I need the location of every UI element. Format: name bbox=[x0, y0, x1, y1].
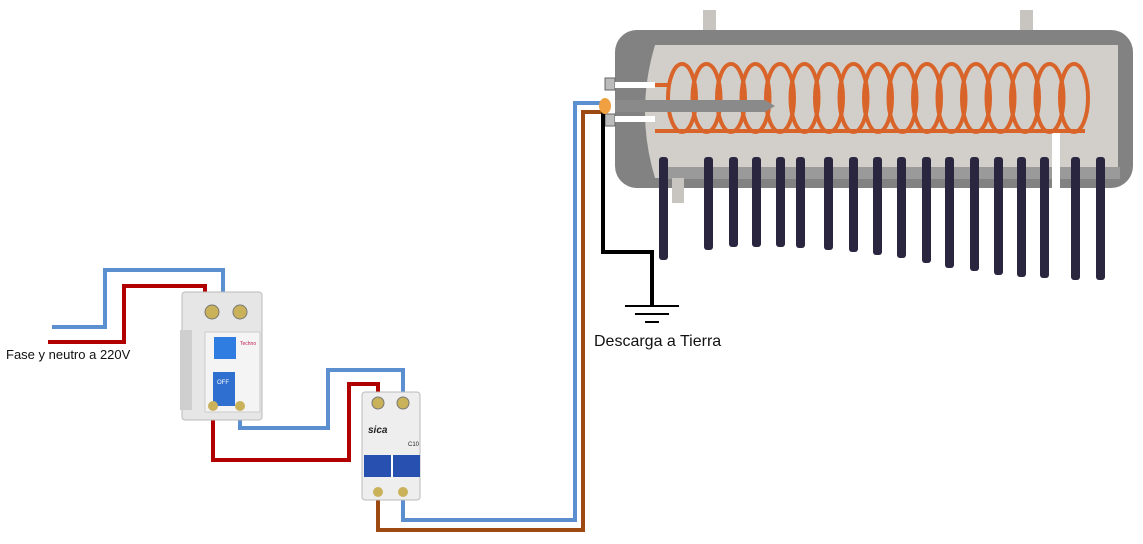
vacuum-tube bbox=[945, 157, 954, 268]
vacuum-tube bbox=[704, 157, 713, 250]
circuit-breaker: sica C10 bbox=[361, 391, 421, 501]
terminal-connector bbox=[599, 98, 611, 114]
vacuum-tube bbox=[873, 157, 882, 255]
heating-element bbox=[615, 100, 765, 112]
svg-text:C10: C10 bbox=[408, 442, 420, 448]
phase-rcd-breaker-wire bbox=[211, 382, 380, 462]
vacuum-tube bbox=[1017, 157, 1026, 277]
supply-label: Fase y neutro a 220V bbox=[6, 347, 131, 362]
load-heater-wire bbox=[376, 110, 602, 532]
coil-loop bbox=[690, 62, 723, 134]
vacuum-tube bbox=[776, 157, 785, 247]
coil-loop bbox=[788, 62, 821, 134]
neutral-rcd-breaker-wire bbox=[238, 368, 405, 430]
coil-loop bbox=[1058, 62, 1090, 134]
coil-loop bbox=[666, 62, 698, 134]
neutral-heater-wire bbox=[401, 101, 602, 522]
vacuum-tube bbox=[659, 157, 668, 260]
vacuum-tube bbox=[897, 157, 906, 258]
heating-coil bbox=[655, 62, 1090, 134]
ground-label: Descarga a Tierra bbox=[594, 333, 722, 350]
vacuum-tube bbox=[994, 157, 1003, 275]
neutral-input-wire bbox=[52, 268, 225, 329]
vacuum-tube bbox=[796, 157, 805, 248]
svg-text:OFF: OFF bbox=[217, 380, 229, 386]
residual-current-device: Techno OFF bbox=[180, 291, 263, 421]
ground-symbol-icon bbox=[625, 305, 679, 323]
coil-loop bbox=[1009, 62, 1041, 134]
coil-loop bbox=[764, 62, 796, 134]
coil-loop bbox=[837, 62, 870, 134]
vacuum-tube bbox=[1096, 157, 1105, 280]
coil-loop bbox=[813, 62, 845, 134]
vacuum-tube bbox=[824, 157, 833, 250]
coil-loop bbox=[862, 62, 894, 134]
vacuum-tube bbox=[922, 157, 931, 263]
phase-input-wire bbox=[48, 284, 207, 344]
vacuum-tube bbox=[729, 157, 738, 247]
ground-wire bbox=[601, 112, 654, 306]
vacuum-tubes bbox=[659, 157, 1105, 280]
vacuum-tube bbox=[849, 157, 858, 252]
solar-water-heater bbox=[604, 10, 1133, 280]
svg-text:sica: sica bbox=[368, 425, 388, 436]
vacuum-tube bbox=[752, 157, 761, 247]
coil-loop bbox=[1033, 62, 1066, 134]
vacuum-tube bbox=[970, 157, 979, 271]
test-button[interactable] bbox=[214, 337, 236, 359]
vacuum-tube bbox=[1040, 157, 1049, 278]
vacuum-tube bbox=[1071, 157, 1080, 280]
coil-loop bbox=[984, 62, 1017, 134]
coil-loop bbox=[935, 62, 968, 134]
coil-loop bbox=[911, 62, 943, 134]
tank-inner bbox=[645, 45, 1118, 178]
coil-loop bbox=[739, 62, 772, 134]
rcd-toggle[interactable] bbox=[213, 372, 235, 406]
coil-loop bbox=[715, 62, 747, 134]
coil-loop bbox=[886, 62, 919, 134]
coil-loop bbox=[960, 62, 992, 134]
svg-text:Techno: Techno bbox=[240, 341, 256, 347]
